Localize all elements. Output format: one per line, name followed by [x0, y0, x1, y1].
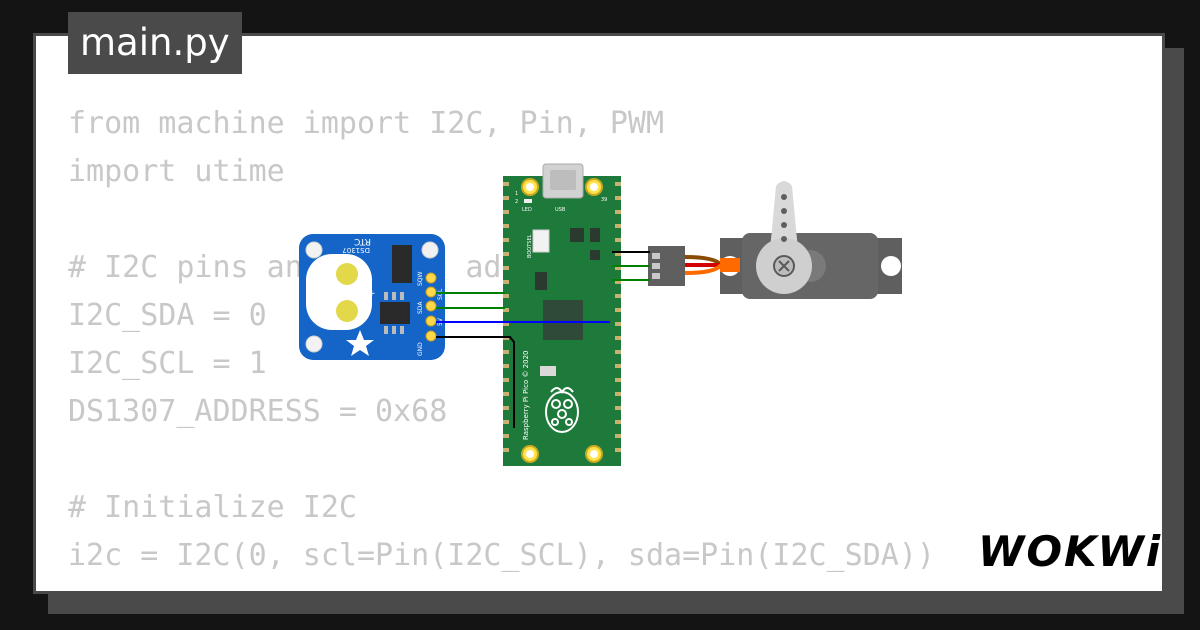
rp2040-chip [543, 300, 583, 340]
raspberry-logo [545, 387, 579, 433]
code-line: DS1307_ADDRESS = 0x68 [68, 394, 448, 429]
led-label: LED [522, 207, 532, 213]
raspberry-pi-pico-board[interactable]: 1 2 39 LED USB BOOTSEL Raspberry Pi Pico… [503, 163, 621, 466]
svg-text:+: + [368, 289, 376, 299]
code-line: i2c = I2C(0, scl=Pin(I2C_SCL), sda=Pin(I… [68, 538, 935, 573]
pico-pin-number: 1 [515, 191, 518, 197]
code-line: I2C_SCL = 1 [68, 346, 267, 381]
wires [436, 251, 650, 428]
rtc-pin-label: SDA [417, 301, 424, 314]
rtc-ds1307-module[interactable]: + RTC DS1307 SQW SCL SDA 5V GND [299, 234, 445, 360]
pico-pin-number: 39 [601, 197, 607, 203]
pico-pin-number: 2 [515, 199, 518, 205]
rtc-label: RTC [354, 236, 371, 246]
rtc-pin-label: SCL [437, 288, 444, 300]
pico-board-label: Raspberry Pi Pico © 2020 [522, 351, 530, 441]
code-line: import utime [68, 154, 285, 189]
bootsel-button[interactable] [532, 229, 550, 253]
file-tab[interactable]: main.py [68, 12, 242, 74]
servo-motor[interactable] [648, 181, 902, 299]
servo-horn[interactable] [756, 181, 812, 294]
rtc-chip-label: DS1307 [342, 246, 370, 254]
pico-right-pins [615, 182, 621, 452]
code-line: I2C_SDA = 0 [68, 298, 267, 333]
rtc-pin-label: GND [417, 342, 424, 356]
code-line: from machine import I2C, Pin, PWM [68, 106, 665, 141]
wire-gnd [436, 336, 515, 428]
led-indicator [524, 199, 532, 203]
code-line: # Initialize I2C [68, 490, 357, 525]
rtc-pin-label: SQW [417, 271, 424, 286]
usb-label: USB [555, 207, 566, 213]
wokwi-logo: WOKWi [978, 527, 1163, 576]
bootsel-label: BOOTSEL [527, 234, 533, 258]
